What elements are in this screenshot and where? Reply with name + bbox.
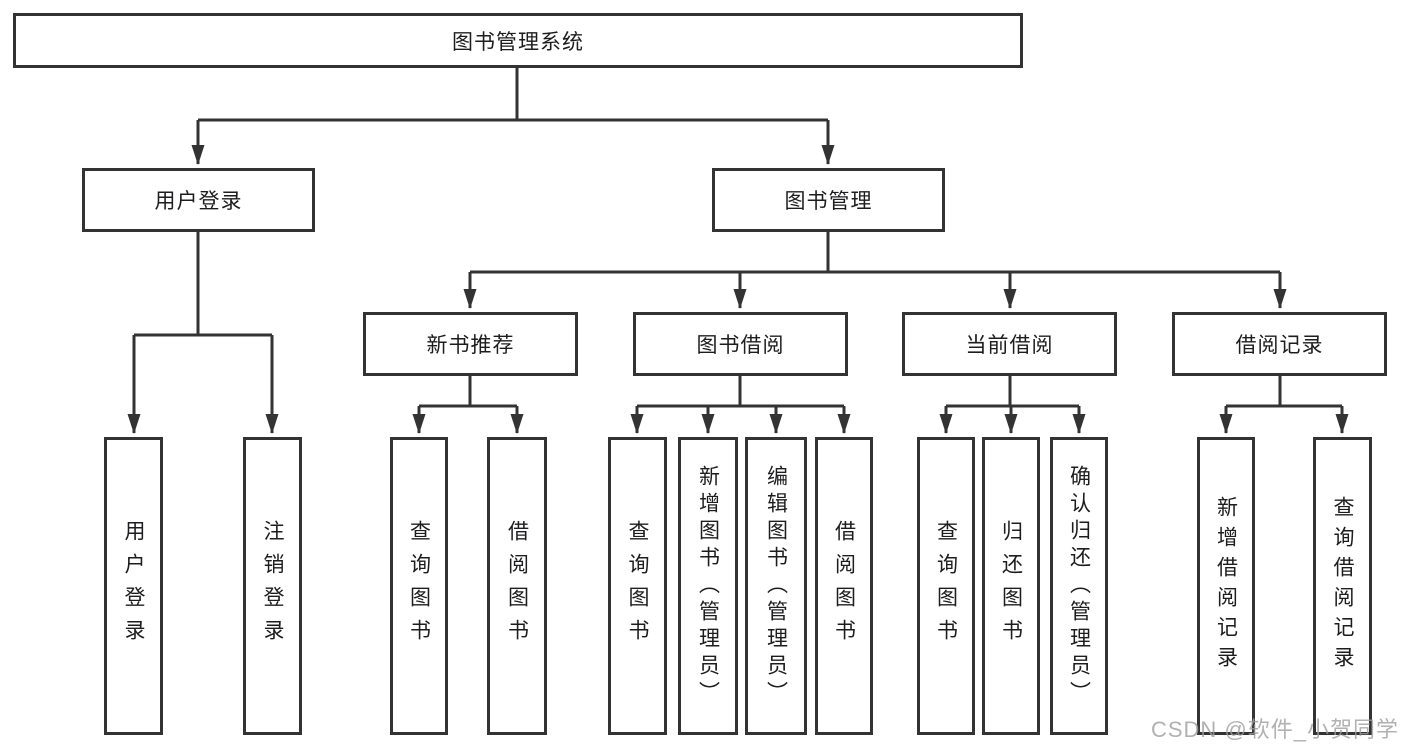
node-label: 图书借阅 (696, 334, 785, 357)
node-user-login: 用户登录 (104, 437, 163, 735)
node-label: 当前借阅 (965, 334, 1054, 357)
node-bb-add-books-admin: 新增图书（管理员） (678, 437, 738, 735)
node-br-add-record: 新增借阅记录 (1197, 437, 1255, 735)
node-label: 图书管理系统 (452, 30, 584, 54)
node-label: 查询图书 (626, 520, 649, 652)
node-new-book-recommendation: 新书推荐 (363, 312, 578, 376)
node-label: 借阅记录 (1235, 334, 1324, 357)
node-borrowing-records: 借阅记录 (1172, 312, 1387, 376)
node-cb-confirm-return-admin: 确认归还（管理员） (1050, 437, 1108, 735)
node-label: 新增借阅记录 (1214, 496, 1238, 676)
node-cb-return-books: 归还图书 (982, 437, 1040, 735)
node-current-borrowing: 当前借阅 (902, 312, 1117, 376)
csdn-watermark: CSDN @软件_小贺同学 (1150, 717, 1399, 742)
node-nbr-query-books: 查询图书 (390, 437, 448, 735)
node-cb-query-books: 查询图书 (917, 437, 975, 735)
node-label: 借阅图书 (832, 520, 856, 652)
node-label: 图书管理 (784, 190, 873, 213)
node-label: 查询图书 (407, 520, 431, 652)
node-logout: 注销登录 (243, 437, 302, 735)
node-label: 新增图书（管理员） (696, 464, 720, 708)
node-br-query-record: 查询借阅记录 (1313, 437, 1372, 735)
node-label: 用户登录 (154, 190, 243, 213)
node-label: 注销登录 (261, 520, 284, 652)
node-label: 确认归还（管理员） (1067, 464, 1091, 708)
node-root-library-management-system: 图书管理系统 (13, 13, 1023, 68)
node-label: 新书推荐 (426, 334, 515, 357)
node-label: 查询图书 (934, 520, 958, 652)
node-bb-query-books: 查询图书 (608, 437, 667, 735)
node-label: 归还图书 (999, 520, 1023, 652)
node-user-login-branch: 用户登录 (82, 168, 315, 232)
node-label: 用户登录 (122, 520, 145, 652)
node-bb-borrow-books: 借阅图书 (815, 437, 873, 735)
node-bb-edit-books-admin: 编辑图书（管理员） (745, 437, 807, 735)
node-label: 借阅图书 (505, 520, 529, 652)
node-label: 查询借阅记录 (1331, 496, 1354, 676)
node-label: 编辑图书（管理员） (764, 464, 788, 708)
node-nbr-borrow-books: 借阅图书 (487, 437, 547, 735)
node-book-borrowing: 图书借阅 (633, 312, 848, 376)
node-book-management: 图书管理 (712, 168, 945, 232)
